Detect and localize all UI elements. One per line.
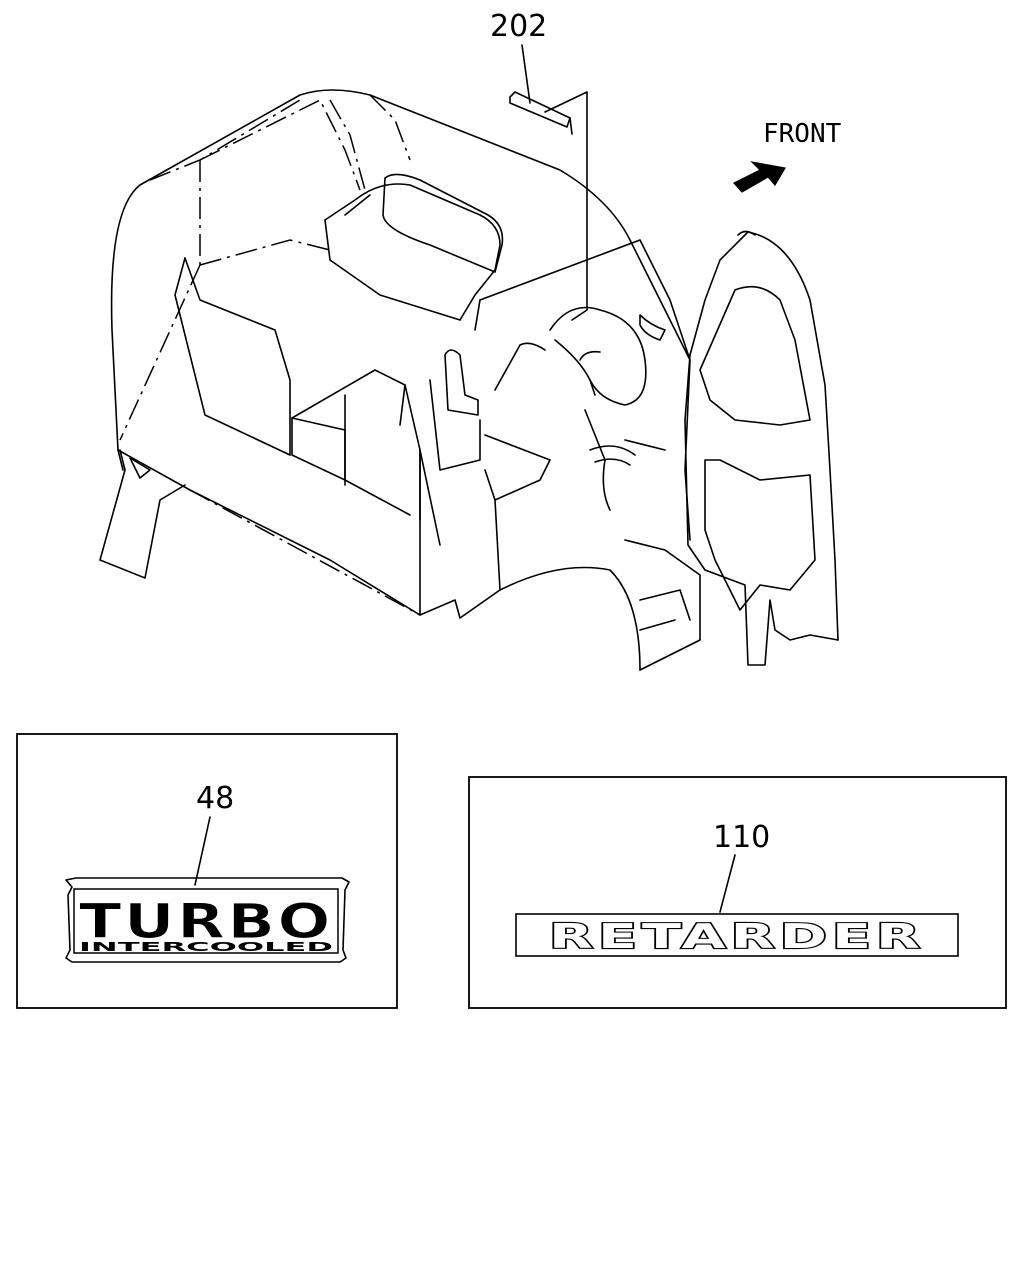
panel-48-frame [16, 733, 398, 1009]
part-202-group: 202 [490, 9, 588, 321]
front-label: FRONT [763, 119, 842, 149]
panel-110-frame [468, 776, 1007, 1009]
front-direction-indicator: FRONT [733, 119, 842, 193]
callout-202: 202 [490, 9, 547, 44]
panel-part-110: 110 RETARDER [468, 776, 1007, 1009]
retarder-emblem-text: RETARDER [549, 917, 925, 957]
callout-48: 48 [196, 781, 234, 816]
leader-line-202 [521, 44, 531, 104]
turbo-emblem-sub-text: INTERCOOLED [79, 940, 333, 954]
leader-line-202-down [544, 91, 588, 321]
turbo-emblem-badge [65, 877, 350, 963]
leader-line-48 [194, 816, 211, 886]
panel-part-48: 48 TURBO INTERCOOLED [16, 733, 398, 1009]
retarder-emblem-plate [515, 913, 959, 957]
part-202-strip [509, 91, 571, 128]
callout-110: 110 [713, 820, 770, 855]
cab-interior-illustration [99, 89, 839, 671]
front-arrow-icon [733, 161, 786, 193]
leader-line-110 [719, 854, 736, 913]
turbo-emblem-main-text: TURBO [79, 894, 333, 950]
